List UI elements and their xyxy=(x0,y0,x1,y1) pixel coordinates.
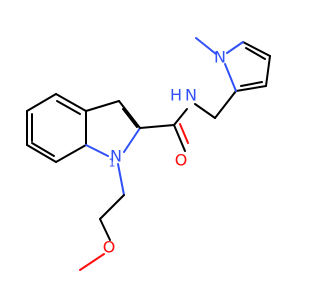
bond xyxy=(194,103,216,119)
atom-label-n-pyrrole: N xyxy=(214,48,226,67)
bond xyxy=(85,144,109,157)
bond xyxy=(55,144,87,163)
bond xyxy=(55,93,87,112)
bond xyxy=(224,63,237,92)
atom-n-indole: N 1 xyxy=(109,147,122,170)
atom-label-h: H xyxy=(170,86,182,105)
bond xyxy=(79,253,105,271)
benzene-ring xyxy=(26,93,87,163)
bond xyxy=(26,144,57,163)
bond-double-inner xyxy=(56,100,81,115)
bond-double-inner xyxy=(31,142,55,157)
bond xyxy=(214,90,237,119)
bond xyxy=(265,55,271,87)
atom-label-n: N xyxy=(185,86,197,105)
bond-double-inner xyxy=(240,81,263,87)
indole-five-ring xyxy=(85,100,141,157)
bond xyxy=(123,127,141,153)
bond xyxy=(139,124,175,129)
bond xyxy=(173,108,188,126)
bond-double-inner xyxy=(122,108,138,128)
methylpyrrole-ring xyxy=(195,37,271,92)
atom-label-n: N xyxy=(110,147,122,166)
atom-nh-amide: H N xyxy=(170,86,197,105)
bond xyxy=(118,100,141,129)
bond-methyl xyxy=(195,37,217,55)
molecule-structure-diagram: N 1 H N O N O xyxy=(26,37,271,271)
amide-group xyxy=(139,90,237,152)
atom-locant-label: 1 xyxy=(109,157,116,170)
bond xyxy=(226,41,244,54)
bond xyxy=(235,85,267,92)
bond xyxy=(173,124,186,152)
methoxyethyl-chain xyxy=(79,163,125,271)
bond-double xyxy=(179,123,189,144)
atom-label-o-carbonyl: O xyxy=(175,151,188,170)
bond xyxy=(99,194,125,220)
bond xyxy=(117,163,125,196)
bond xyxy=(26,93,57,112)
atom-label-o-ether: O xyxy=(103,238,116,257)
bond-double-inner xyxy=(245,47,266,60)
bond xyxy=(85,100,120,112)
bond xyxy=(242,41,271,57)
bond xyxy=(99,218,111,241)
